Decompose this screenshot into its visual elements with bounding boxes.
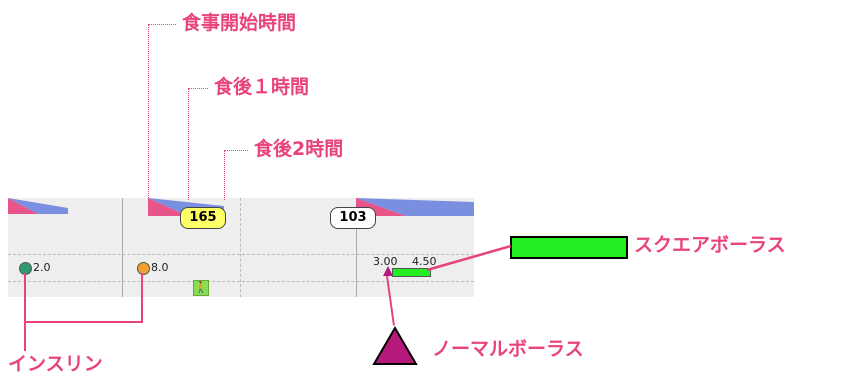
meal-start-leader <box>148 24 176 25</box>
insulin-dose-value: 2.0 <box>33 261 51 274</box>
after-2h-label: 食後2時間 <box>254 138 344 160</box>
after-2h-leader <box>224 150 225 200</box>
after-1h-label: 食後１時間 <box>214 76 310 98</box>
square-bolus-pointer <box>426 244 512 272</box>
insulin-dose-value: 8.0 <box>151 261 169 274</box>
normal-bolus-label: ノーマルボーラス <box>432 338 584 360</box>
square-bolus-legend-bar <box>510 236 628 259</box>
timeline-row-divider <box>8 281 474 282</box>
insulin-label: インスリン <box>8 353 103 375</box>
timeline-half-hour-gridline <box>240 198 241 297</box>
glucose-reading-bubble[interactable]: 103 <box>330 207 376 229</box>
insulin-bracket <box>24 321 26 351</box>
square-bolus-label: スクエアボーラス <box>634 234 786 256</box>
after-2h-leader <box>224 150 248 151</box>
insulin-bracket <box>141 273 143 323</box>
timeline-hour-gridline <box>122 198 123 297</box>
normal-bolus-value: 3.00 <box>373 255 398 268</box>
insulin-dose-dot[interactable] <box>137 262 150 275</box>
glucose-reading-bubble[interactable]: 165 <box>180 207 226 229</box>
timeline-row-divider <box>8 254 474 255</box>
meal-start-label: 食事開始時間 <box>182 12 297 34</box>
walking-person-icon[interactable]: 🚶 <box>193 280 209 296</box>
meal-marker[interactable] <box>8 198 68 218</box>
meal-start-leader <box>148 24 149 200</box>
normal-bolus-legend-triangle <box>372 326 418 365</box>
square-bolus-bar[interactable] <box>392 268 431 277</box>
after-1h-leader <box>188 88 208 89</box>
timeline-hour-gridline <box>356 198 357 297</box>
insulin-bracket <box>24 321 143 323</box>
insulin-bracket <box>24 273 26 323</box>
after-1h-leader <box>188 88 189 200</box>
normal-bolus-marker[interactable] <box>383 266 393 276</box>
square-bolus-value: 4.50 <box>412 255 437 268</box>
